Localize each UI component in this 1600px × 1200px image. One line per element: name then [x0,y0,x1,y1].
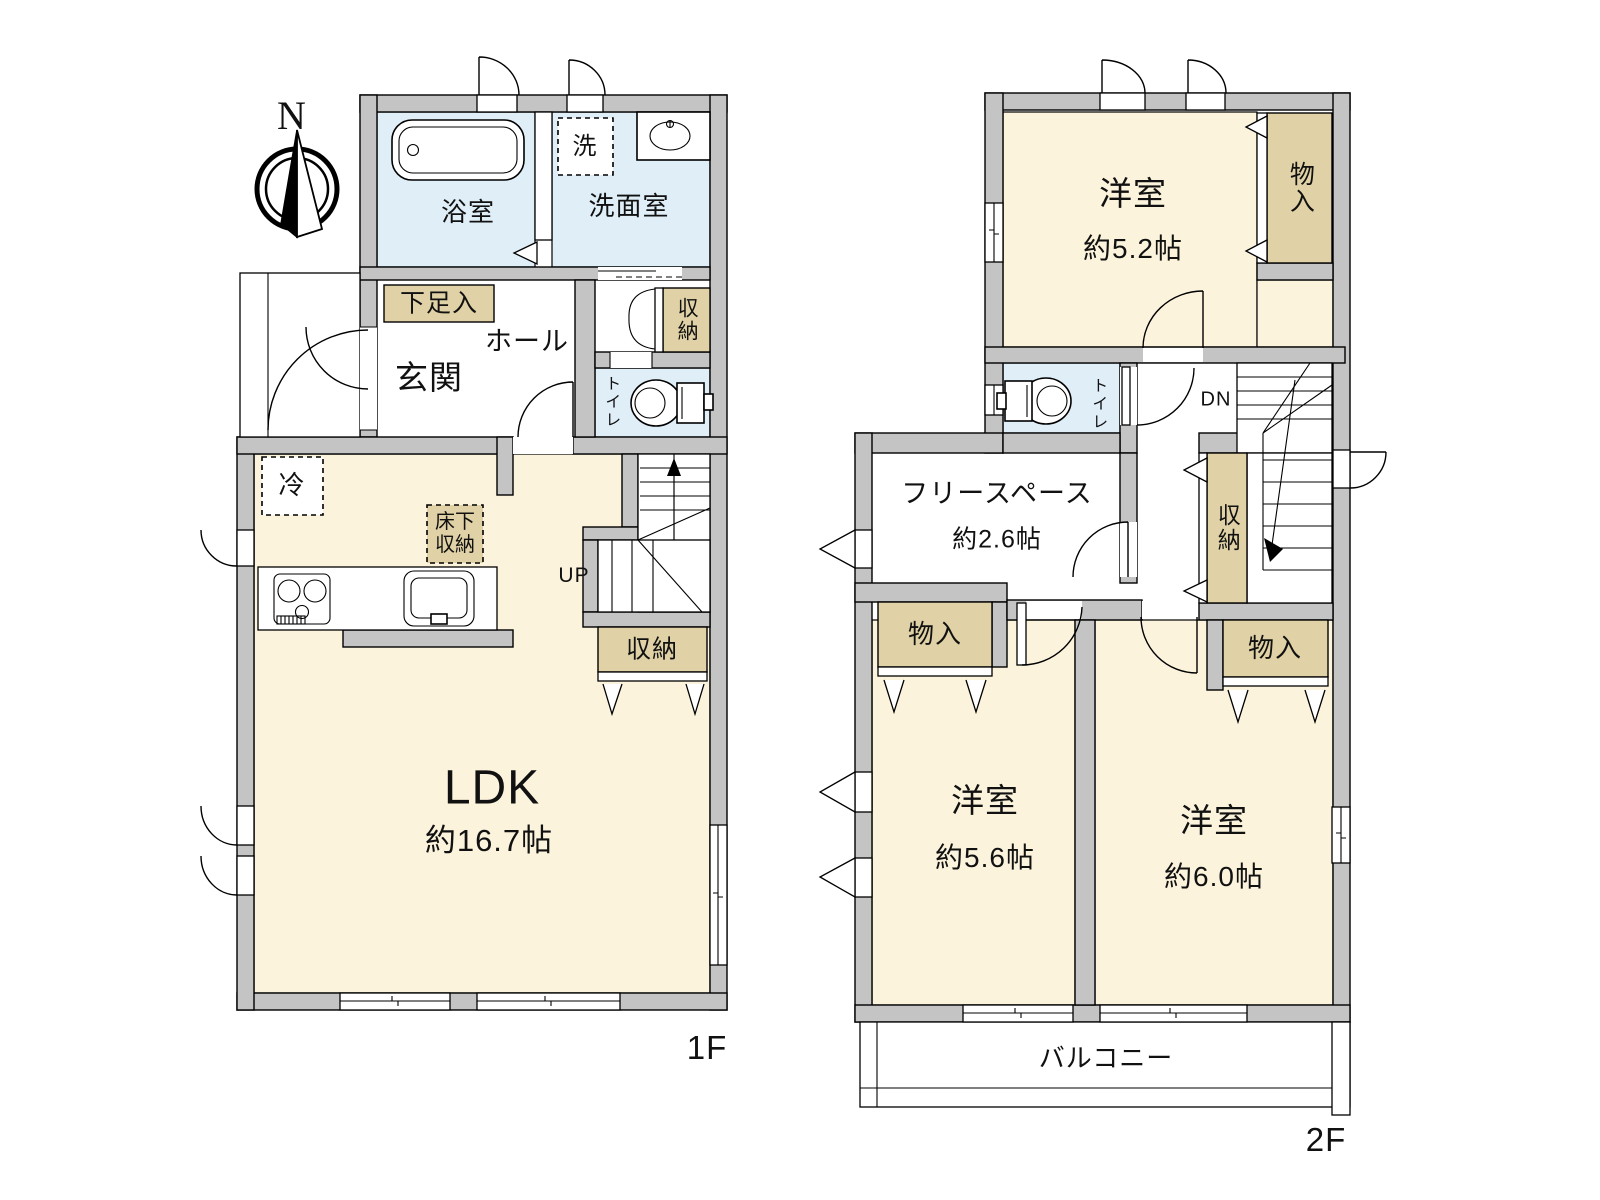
entrance-door-icon [267,329,369,431]
washer-label: 洗 [572,133,598,161]
bath-door-icon [512,240,538,266]
room-a-door-icon [1142,290,1204,349]
hall-door-icon [517,381,574,438]
floor2-plan [818,59,1387,1116]
floor1-plan [200,56,728,1011]
ldk-area-label: 約16.7帖 [424,823,554,859]
sliding-arrow-icon [1182,578,1208,604]
room-a-closet-label: 物入 [1286,161,1315,215]
room-b-area-label: 約5.6帖 [935,841,1035,873]
washbasin-icon [636,111,711,161]
underfloor-storage-label: 床下収納 [435,511,475,556]
sliding-arrow-icon [1182,456,1208,484]
hall-closet-label: 収納 [675,297,699,343]
room-c-closet-label: 物入 [1247,633,1303,664]
stove-icon [273,573,331,625]
washing-machine-icon [557,117,614,176]
shoe-cabinet-label: 下足入 [399,289,479,318]
room-label-hall: ホール [485,326,569,357]
shoe-cabinet-area [383,284,495,323]
room-b-door-icon [1021,606,1083,666]
room-label-entrance: 玄関 [395,359,463,397]
room-c-label: 洋室 [1180,802,1248,840]
entrance-door-icon [305,326,369,390]
room-b-closet-label: 物入 [907,619,963,650]
toilet-door-icon [1136,367,1195,426]
toilet2f-icon [996,377,1072,425]
folding-door-arrow-icon [602,683,623,717]
casement-window-icon [818,770,856,814]
down-arrow-icon [1264,538,1283,562]
kitchen-sink-icon [403,570,475,627]
room-b-closet-box [877,601,993,715]
casement-window-icon [818,528,856,570]
room-label-bath: 浴室 [440,197,496,228]
balcony-label: バルコニー [1038,1043,1174,1074]
toilet2f-label: トイレ [1089,377,1107,431]
free-space-area-label: 約2.6帖 [952,525,1042,554]
hall-closet2f-label: 収納 [1214,503,1241,553]
bathtub-icon [391,119,525,181]
ldk-closet-label: 収納 [625,635,679,664]
floor1-openings [200,56,728,1011]
stairs-dn-label: DN [1200,388,1232,411]
free-space-label: フリースペース [901,478,1093,509]
ldk-closet [597,626,708,717]
stairs-up-label: UP [558,563,590,587]
room-c-area-label: 約6.0帖 [1164,860,1264,892]
room-b-label: 洋室 [951,782,1019,820]
room-c-closet-box [1222,619,1329,725]
room-a-closet [1244,112,1333,264]
floor1-label: 1F [686,1029,728,1067]
refrigerator-space [261,456,324,516]
room-label-washroom: 洗面室 [588,191,670,222]
up-arrow-icon [667,458,681,476]
room-a-area [1002,111,1258,348]
floor2-label: 2F [1305,1121,1347,1159]
compass-north-label: N [277,93,307,138]
swing-window-icon [1349,451,1387,489]
sliding-arrow-icon [1244,238,1268,264]
hall-closet-2f [1182,452,1248,604]
balcony-area [859,1021,1351,1116]
room-a-label: 洋室 [1099,175,1167,213]
stairs-2f [1236,362,1333,604]
room-a-area-label: 約5.2帖 [1083,232,1183,264]
compass-icon [254,129,340,239]
folding-door-arrow-icon [1304,689,1326,725]
folding-door-arrow-icon [965,679,987,715]
room-c-door-icon [1140,616,1198,674]
room-a-area2 [1256,279,1334,348]
sliding-arrow-icon [1244,114,1268,140]
room-label-ldk: LDK [443,761,541,815]
casement-window-icon [818,856,856,899]
underfloor-storage-area [426,504,484,564]
stairs-1f [597,453,711,613]
folding-door-arrow-icon [1227,689,1249,725]
freespace-door-icon [1072,521,1129,578]
folding-door-arrow-icon [883,679,905,715]
folding-door-arrow-icon [685,683,705,717]
toilet1f-label: トイレ [602,375,620,429]
entrance-porch [239,272,361,438]
hall-closet-1f [628,287,711,353]
refrigerator-label: 冷 [278,470,306,501]
toilet1f-icon [630,379,714,427]
kitchen-counter [257,566,498,631]
